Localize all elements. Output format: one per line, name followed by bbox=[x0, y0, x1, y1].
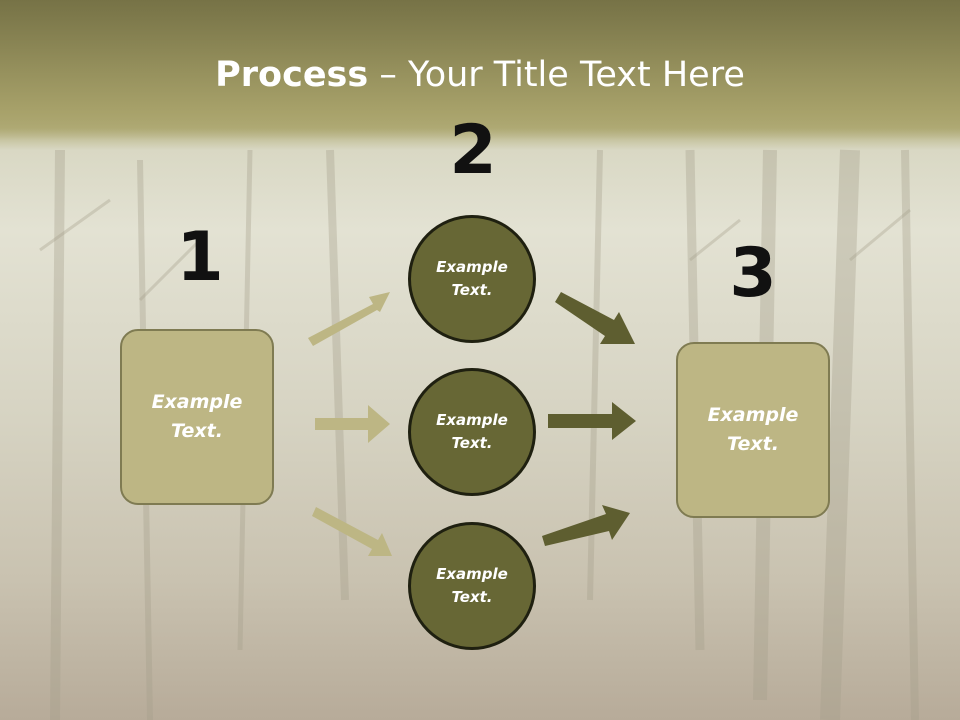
title-rest: – Your Title Text Here bbox=[368, 55, 745, 95]
left-box: Example Text. bbox=[120, 329, 274, 505]
circle-top: Example Text. bbox=[408, 215, 536, 343]
step-number-1: 1 bbox=[176, 218, 224, 297]
title-bold: Process bbox=[215, 55, 369, 95]
slide-title: Process – Your Title Text Here bbox=[0, 52, 960, 98]
right-box-text: Example Text. bbox=[707, 404, 799, 455]
circle-middle: Example Text. bbox=[408, 368, 536, 496]
left-box-text: Example Text. bbox=[151, 391, 243, 442]
arrow-left-to-bottom bbox=[312, 507, 392, 556]
step-number-2: 2 bbox=[449, 111, 497, 190]
circle-bottom: Example Text. bbox=[408, 522, 536, 650]
arrow-bottom-to-right bbox=[542, 505, 630, 546]
title-band bbox=[0, 0, 960, 140]
circle-middle-text: Example Text. bbox=[436, 411, 508, 452]
circle-top-text: Example Text. bbox=[436, 258, 508, 299]
circle-bottom-text: Example Text. bbox=[436, 565, 508, 606]
step-number-3: 3 bbox=[729, 234, 777, 313]
right-box: Example Text. bbox=[676, 342, 830, 518]
arrow-top-to-right bbox=[555, 292, 635, 344]
arrow-left-to-top bbox=[308, 292, 390, 346]
arrow-left-to-middle bbox=[315, 405, 390, 443]
arrow-middle-to-right bbox=[548, 402, 636, 440]
